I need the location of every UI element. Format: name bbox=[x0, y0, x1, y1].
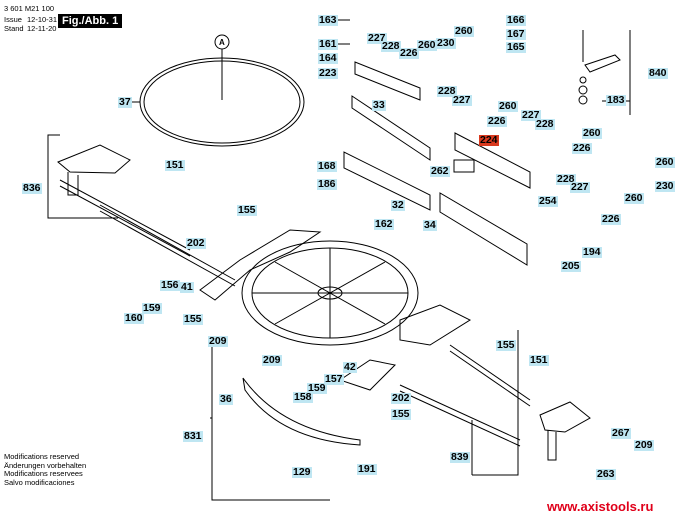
part-label[interactable]: 159 bbox=[142, 302, 162, 314]
part-label[interactable]: 155 bbox=[391, 408, 411, 420]
part-label[interactable]: 41 bbox=[180, 281, 194, 293]
stand-label: Stand bbox=[4, 24, 24, 33]
part-label[interactable]: 831 bbox=[183, 430, 203, 442]
figure-label: Fig./Abb. 1 bbox=[58, 14, 123, 28]
part-label[interactable]: 839 bbox=[450, 451, 470, 463]
part-label[interactable]: 151 bbox=[165, 159, 185, 171]
part-label[interactable]: 167 bbox=[506, 28, 526, 40]
part-label[interactable]: 158 bbox=[293, 391, 313, 403]
part-label[interactable]: 161 bbox=[318, 38, 338, 50]
part-label[interactable]: 32 bbox=[391, 199, 405, 211]
doc-number: 3 601 M21 100 bbox=[4, 4, 55, 13]
part-label[interactable]: 260 bbox=[624, 192, 644, 204]
part-label-highlighted[interactable]: 224 bbox=[479, 134, 499, 146]
part-label[interactable]: 267 bbox=[611, 427, 631, 439]
modifications-notice: Modifications reserved Änderungen vorbeh… bbox=[4, 452, 87, 487]
part-label[interactable]: 230 bbox=[655, 180, 675, 192]
part-label[interactable]: 155 bbox=[183, 313, 203, 325]
part-label[interactable]: 209 bbox=[262, 354, 282, 366]
part-label[interactable]: 191 bbox=[357, 463, 377, 475]
part-label[interactable]: 37 bbox=[118, 96, 132, 108]
part-label[interactable]: 165 bbox=[506, 41, 526, 53]
part-label[interactable]: 209 bbox=[208, 335, 228, 347]
part-label[interactable]: 209 bbox=[634, 439, 654, 451]
part-label[interactable]: 228 bbox=[535, 118, 555, 130]
part-label[interactable]: 230 bbox=[436, 37, 456, 49]
fence-224 bbox=[454, 132, 531, 189]
part-label[interactable]: 223 bbox=[318, 67, 338, 79]
part-label[interactable]: 260 bbox=[655, 156, 675, 168]
part-label[interactable]: 168 bbox=[317, 160, 337, 172]
part-label[interactable]: 163 bbox=[318, 14, 338, 26]
fence-33 bbox=[351, 95, 431, 161]
stand-value: 12-11-20 bbox=[27, 24, 57, 33]
part-label[interactable]: 263 bbox=[596, 468, 616, 480]
part-label[interactable]: 228 bbox=[556, 173, 576, 185]
part-label[interactable]: 42 bbox=[343, 361, 357, 373]
part-label[interactable]: 34 bbox=[423, 219, 437, 231]
part-label[interactable]: 228 bbox=[381, 40, 401, 52]
callout-A-text: A bbox=[219, 38, 225, 47]
part-label[interactable]: 162 bbox=[374, 218, 394, 230]
website-link[interactable]: www.axistools.ru bbox=[547, 499, 654, 514]
issue-label: Issue bbox=[4, 15, 22, 24]
part-label[interactable]: 151 bbox=[529, 354, 549, 366]
part-label[interactable]: 202 bbox=[391, 392, 411, 404]
fence-223 bbox=[354, 61, 421, 101]
part-label[interactable]: 155 bbox=[496, 339, 516, 351]
part-label[interactable]: 836 bbox=[22, 182, 42, 194]
part-label[interactable]: 260 bbox=[582, 127, 602, 139]
part-label[interactable]: 262 bbox=[430, 165, 450, 177]
part-label[interactable]: 227 bbox=[570, 181, 590, 193]
part-label[interactable]: 156 bbox=[160, 279, 180, 291]
guard-36 bbox=[242, 377, 361, 446]
plate-262 bbox=[453, 159, 475, 173]
fence-32 bbox=[343, 151, 431, 211]
clamp-arm bbox=[584, 54, 621, 73]
modifications-es: Salvo modificaciones bbox=[4, 477, 75, 487]
part-label[interactable]: 159 bbox=[307, 382, 327, 394]
part-label[interactable]: 260 bbox=[454, 25, 474, 37]
part-label[interactable]: 226 bbox=[601, 213, 621, 225]
modifications-de: Änderungen vorbehalten bbox=[4, 460, 87, 470]
modifications-en: Modifications reserved bbox=[4, 452, 80, 461]
part-label[interactable]: 157 bbox=[324, 373, 344, 385]
part-label[interactable]: 227 bbox=[521, 109, 541, 121]
part-label[interactable]: 202 bbox=[186, 237, 206, 249]
part-label[interactable]: 186 bbox=[317, 178, 337, 190]
part-label[interactable]: 226 bbox=[399, 47, 419, 59]
turntable bbox=[241, 240, 419, 346]
part-label[interactable]: 260 bbox=[417, 39, 437, 51]
part-label[interactable]: 166 bbox=[506, 14, 526, 26]
part-label[interactable]: 254 bbox=[538, 195, 558, 207]
part-label[interactable]: 226 bbox=[572, 142, 592, 154]
part-label[interactable]: 840 bbox=[648, 67, 668, 79]
part-label[interactable]: 33 bbox=[372, 99, 386, 111]
fence-34 bbox=[439, 192, 528, 266]
part-label[interactable]: 260 bbox=[498, 100, 518, 112]
part-label[interactable]: 227 bbox=[367, 32, 387, 44]
part-label[interactable]: 36 bbox=[219, 393, 233, 405]
part-label[interactable]: 228 bbox=[437, 85, 457, 97]
part-label[interactable]: 205 bbox=[561, 260, 581, 272]
part-label[interactable]: 227 bbox=[452, 94, 472, 106]
issue-value: 12-10-31 bbox=[27, 15, 58, 24]
part-label[interactable]: 160 bbox=[124, 312, 144, 324]
part-label[interactable]: 155 bbox=[237, 204, 257, 216]
modifications-fr: Modifications reservees bbox=[4, 469, 83, 478]
part-label[interactable]: 194 bbox=[582, 246, 602, 258]
part-label[interactable]: 183 bbox=[606, 94, 626, 106]
part-label[interactable]: 129 bbox=[292, 466, 312, 478]
part-label[interactable]: 164 bbox=[318, 52, 338, 64]
part-label[interactable]: 226 bbox=[487, 115, 507, 127]
